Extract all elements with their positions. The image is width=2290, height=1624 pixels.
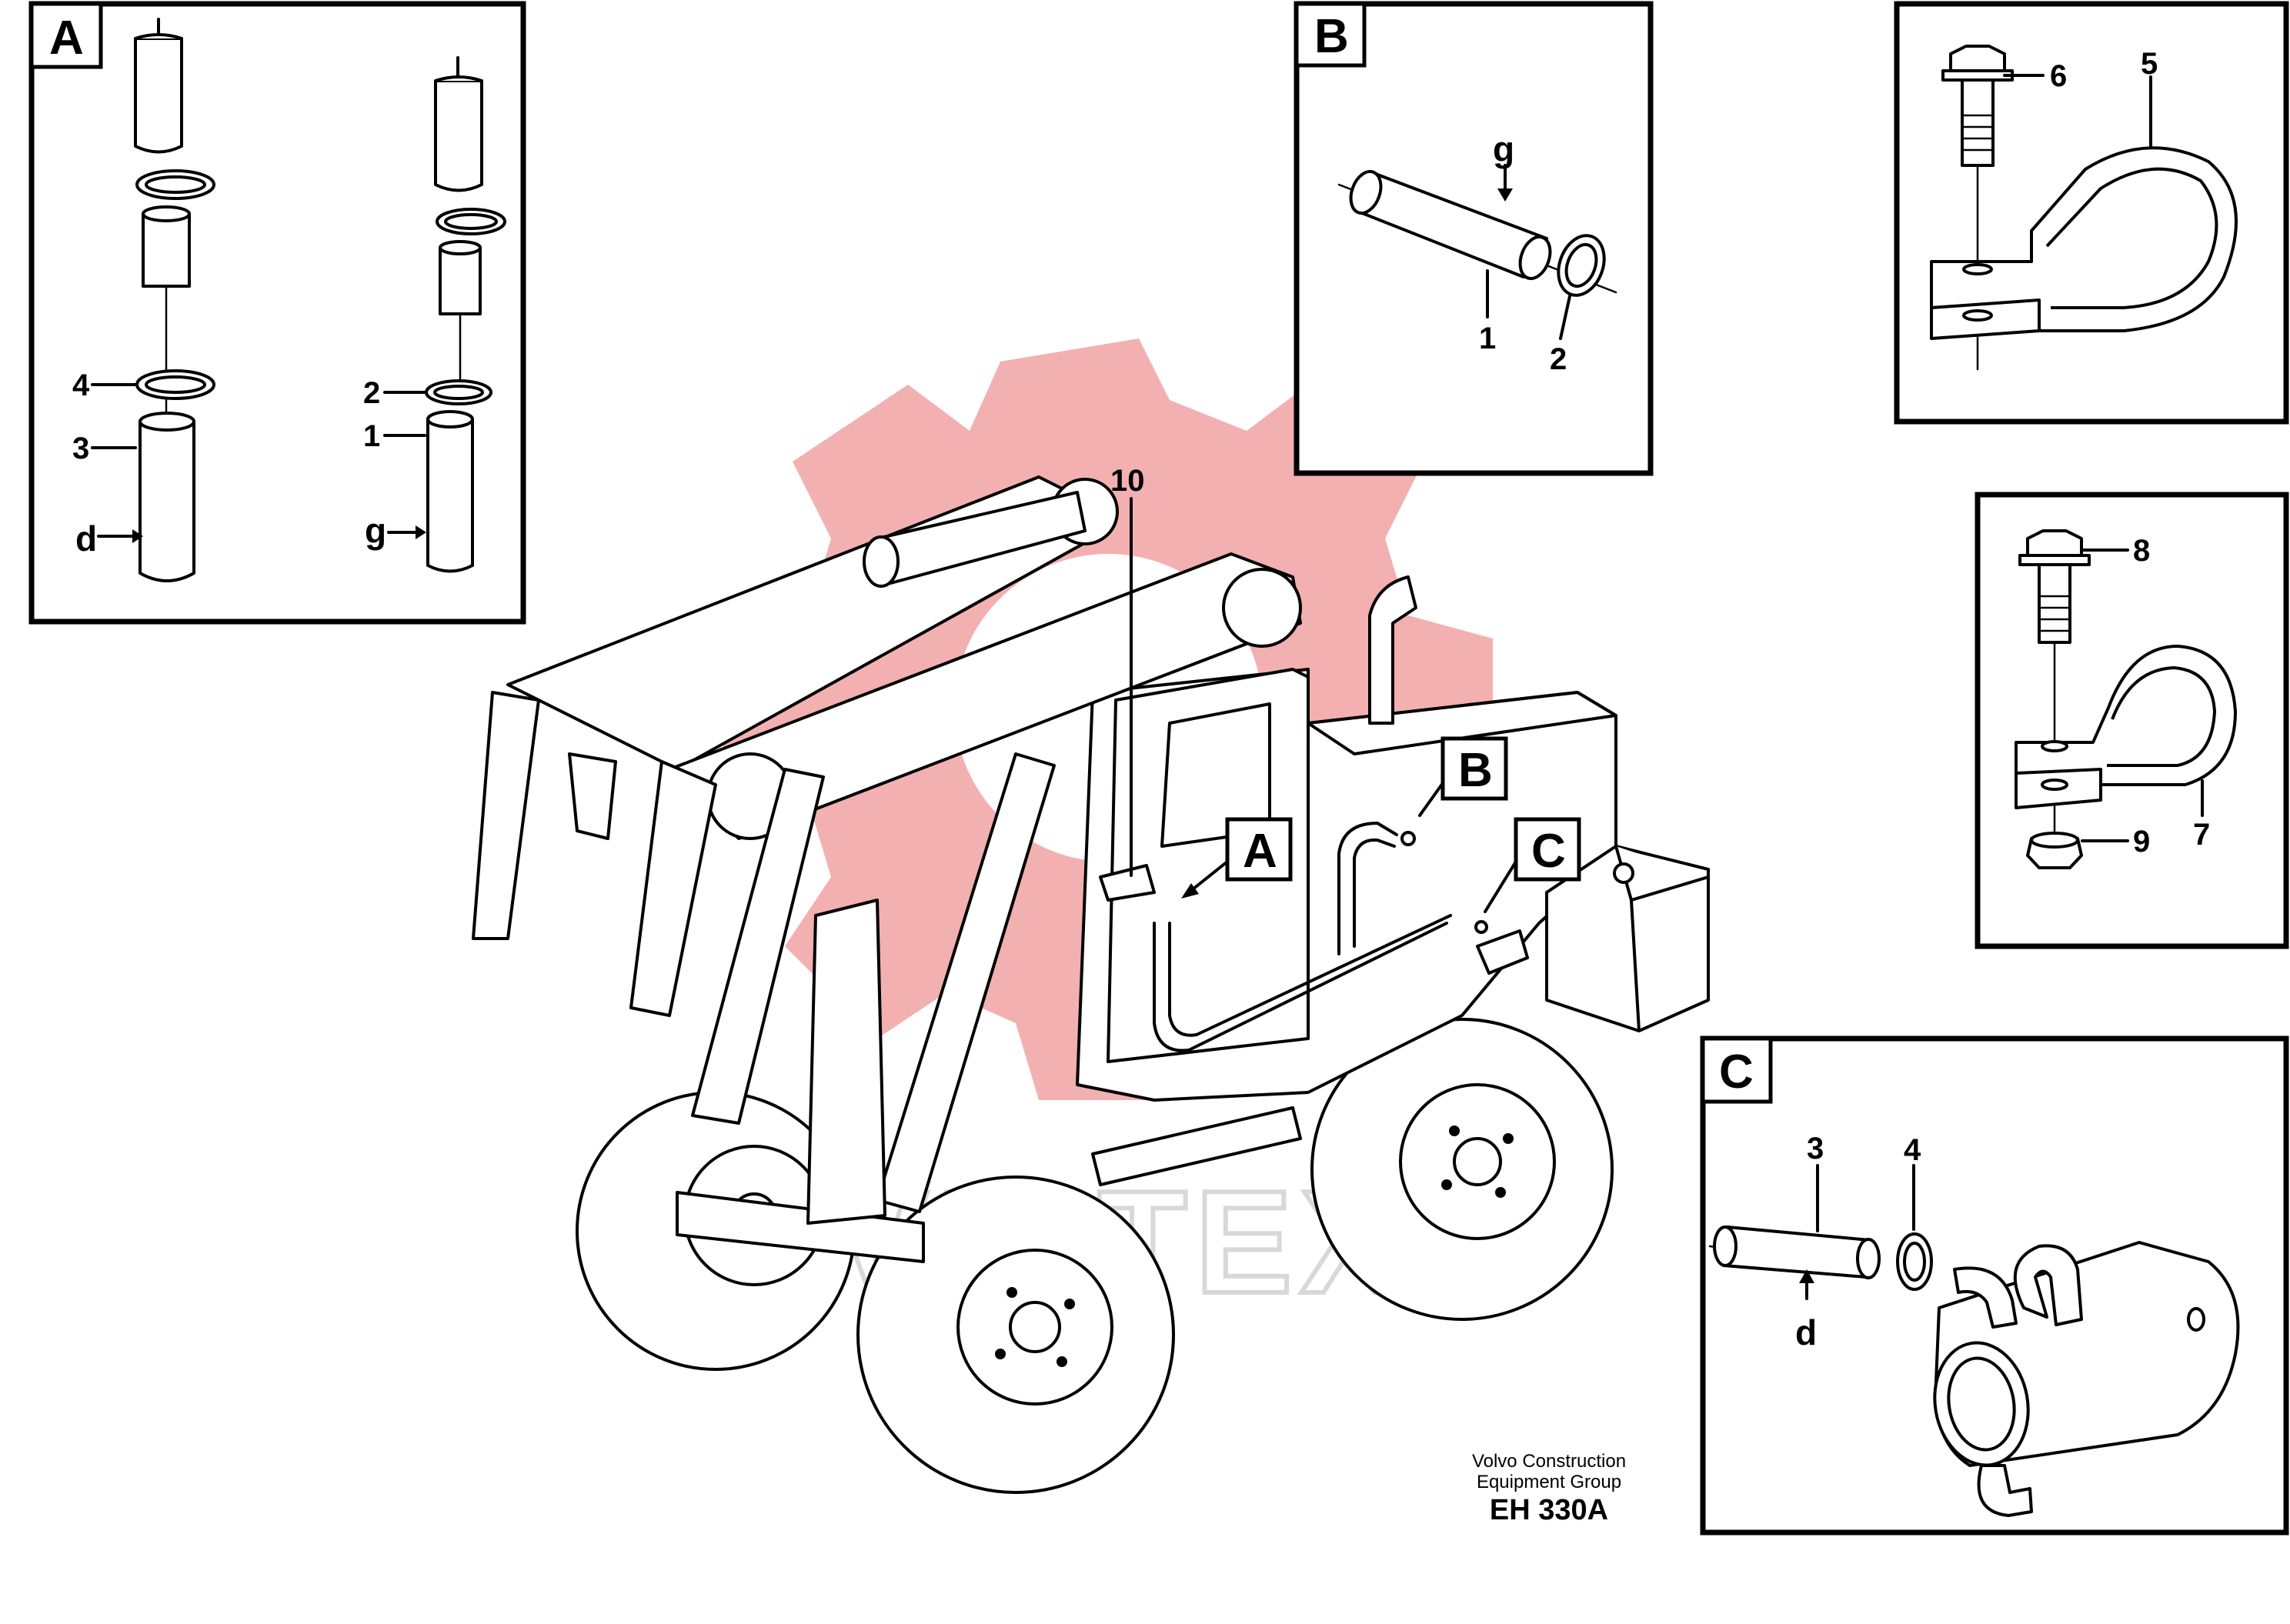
hose-icon: [426, 418, 474, 573]
label-7: 7: [2193, 818, 2210, 852]
label-4: 4: [72, 368, 90, 402]
drawing-footer: Volvo Construction Equipment Group EH 33…: [1472, 1451, 1626, 1526]
panel-c-tag: [1701, 1036, 1773, 1104]
label-g: g: [1493, 129, 1514, 169]
lift-cylinder: [691, 768, 825, 1125]
label-8: 8: [2133, 534, 2150, 568]
callout-a: A: [1181, 817, 1293, 899]
detail-panel-a: A 4 3 d: [28, 1, 526, 625]
coolant-hose-route: [1153, 922, 1448, 1052]
svg-text:A: A: [1243, 825, 1277, 878]
label-9: 9: [2133, 825, 2150, 859]
label-4: 4: [1904, 1133, 1921, 1167]
detail-panel-large-clamp: 6 5: [1894, 1, 2289, 425]
exhaust-pipe: [1368, 575, 1417, 725]
panel-a-right-assembly: [383, 56, 506, 573]
pipe-connector-icon: [439, 246, 482, 315]
panel-b-tag-label: B: [1314, 10, 1349, 63]
drawing-code: EH 330A: [1490, 1494, 1608, 1526]
label-1: 1: [363, 419, 380, 453]
rear-wheel: [1310, 1018, 1614, 1321]
wheel-loader-illustration: [472, 475, 1710, 1494]
label-d: d: [75, 519, 97, 559]
bolt-icon: [1949, 45, 2006, 72]
label-10: 10: [1110, 464, 1145, 498]
label-2: 2: [1550, 342, 1567, 376]
company-line-1: Volvo Construction: [1472, 1451, 1626, 1472]
label-d: d: [1795, 1312, 1817, 1352]
detail-panel-c: C 3 4 d: [1700, 1035, 2289, 1536]
label-1: 1: [1479, 322, 1496, 355]
label-g: g: [365, 511, 386, 551]
panel-c-tag-label: C: [1719, 1045, 1754, 1099]
panel-a-tag-label: A: [49, 12, 84, 65]
svg-text:B: B: [1458, 744, 1493, 797]
panel-a-left-assembly: [91, 18, 215, 582]
label-3: 3: [72, 432, 89, 465]
callout-b: B: [1418, 736, 1508, 817]
label-6: 6: [2050, 59, 2067, 93]
detail-panel-small-clamp: 8 9 7: [1975, 492, 2289, 949]
panel-b-tag: [1294, 2, 1367, 68]
front-wheel-right: [856, 1175, 1175, 1494]
company-line-2: Equipment Group: [1477, 1472, 1621, 1492]
detail-panel-b: B g 1 2: [1294, 1, 1654, 476]
bolt-icon: [2026, 529, 2083, 557]
pipe-connector-icon: [142, 212, 191, 288]
callout-c: C: [1484, 817, 1581, 913]
bucket-frame: [472, 691, 540, 940]
label-2: 2: [363, 376, 380, 410]
svg-text:C: C: [1531, 825, 1566, 878]
label-5: 5: [2141, 47, 2158, 81]
label-3: 3: [1807, 1132, 1824, 1165]
panel-a-tag: [29, 2, 103, 69]
hose-icon: [139, 420, 195, 582]
